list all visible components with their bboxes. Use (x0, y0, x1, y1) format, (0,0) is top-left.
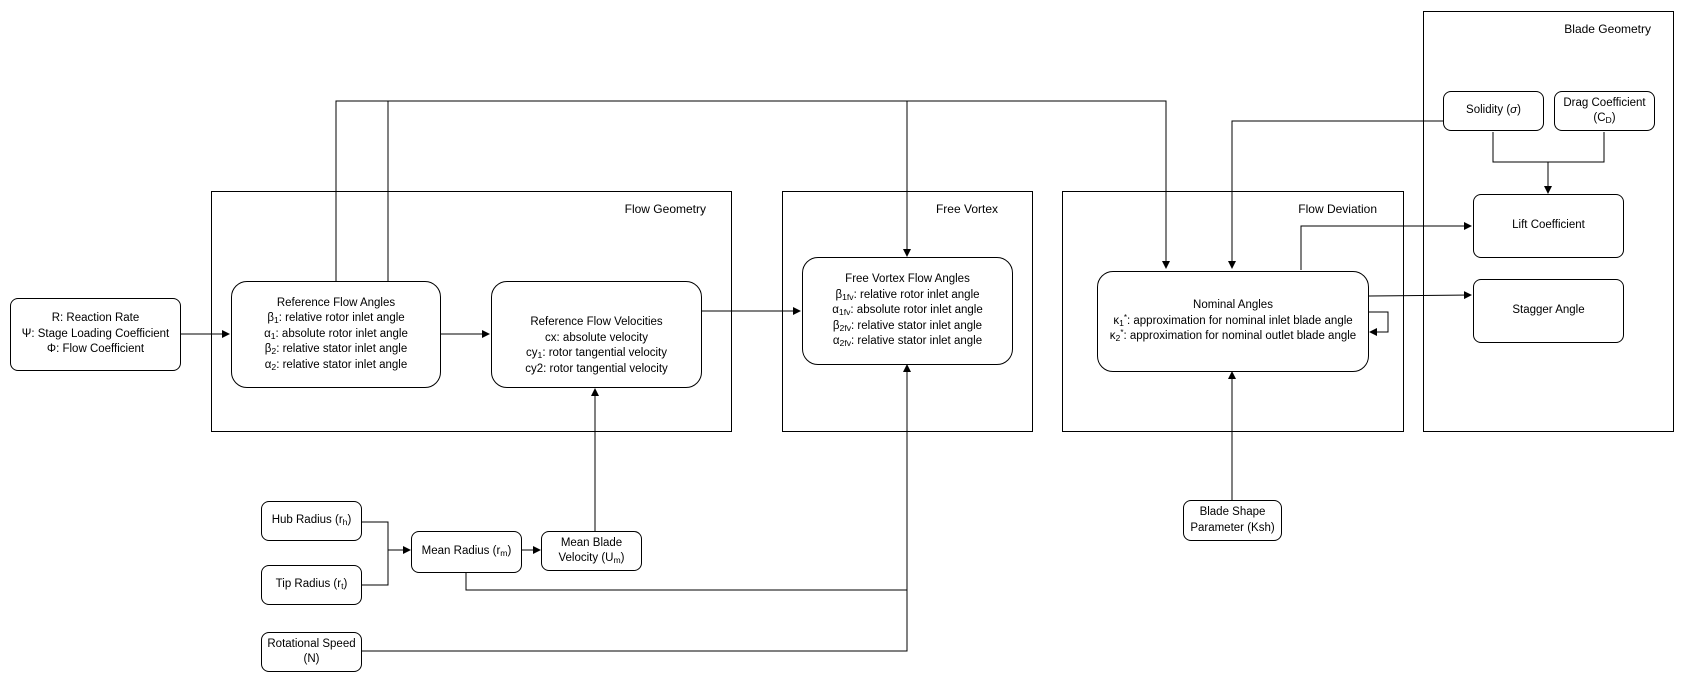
group-flow-geometry: Flow Geometry (211, 191, 732, 432)
edge-rotspeed-to-freevortex (362, 590, 908, 652)
input-parameters-node[interactable]: R: Reaction Rate Ψ: Stage Loading Coeffi… (10, 298, 181, 371)
input-flow-coefficient: Φ: Flow Coefficient (46, 343, 145, 356)
nominal-angle-row: κ2*: approximation for nominal outlet bl… (1109, 328, 1357, 344)
reference-flow-angles-node[interactable]: Reference Flow Angles β1: relative rotor… (231, 281, 441, 388)
edge-nominal-to-stagger (1368, 291, 1472, 300)
mean-blade-velocity-node[interactable]: Mean Blade Velocity (Um) (541, 531, 642, 571)
solidity-node[interactable]: Solidity (σ) (1443, 91, 1544, 131)
group-free-vortex: Free Vortex (782, 191, 1033, 432)
nominal-angles-node[interactable]: Nominal Angles κ1*: approximation for no… (1097, 271, 1369, 372)
angle-row: α1: absolute rotor inlet angle (264, 327, 408, 341)
hub-radius-node[interactable]: Hub Radius (rh) (261, 501, 362, 541)
fv-angle-row: β1fv: relative rotor inlet angle (835, 288, 980, 302)
angle-row: α2: relative stator inlet angle (264, 358, 408, 372)
input-stage-loading: Ψ: Stage Loading Coefficient (21, 327, 170, 340)
free-vortex-flow-angles-title: Free Vortex Flow Angles (845, 273, 970, 286)
free-vortex-flow-angles-node[interactable]: Free Vortex Flow Angles β1fv: relative r… (802, 257, 1013, 365)
mean-radius-node[interactable]: Mean Radius (rm) (411, 531, 522, 573)
angle-row: β2: relative stator inlet angle (264, 343, 408, 357)
fv-angle-row: α1fv: absolute rotor inlet angle (832, 304, 983, 318)
group-title-flow-deviation: Flow Deviation (1298, 202, 1377, 216)
nominal-angle-row: κ1*: approximation for nominal inlet bla… (1113, 312, 1353, 328)
group-title-blade-geometry: Blade Geometry (1564, 22, 1651, 36)
drag-coefficient-node[interactable]: Drag Coefficient (CD) (1554, 91, 1655, 131)
velocity-row: cy2: rotor tangential velocity (525, 362, 668, 375)
fv-angle-row: α2fv: relative stator inlet angle (832, 335, 983, 349)
velocity-row: cy1: rotor tangential velocity (526, 347, 667, 361)
edge-nominal-to-lift (1300, 222, 1472, 270)
stagger-angle-node[interactable]: Stagger Angle (1473, 279, 1624, 343)
edge-mean-to-freevortex (465, 364, 911, 591)
blade-shape-parameter-node[interactable]: Blade Shape Parameter (Ksh) (1183, 500, 1282, 541)
input-reaction-rate: R: Reaction Rate (51, 312, 140, 325)
edge-solidity-to-nominal (1228, 120, 1443, 269)
reference-flow-angles-title: Reference Flow Angles (276, 296, 396, 309)
group-title-flow-geometry: Flow Geometry (624, 202, 706, 216)
rotational-speed-node[interactable]: Rotational Speed (N) (261, 632, 362, 672)
angle-row: β1: relative rotor inlet angle (267, 312, 405, 326)
group-title-free-vortex: Free Vortex (935, 202, 998, 216)
group-blade-geometry: Blade Geometry (1423, 11, 1674, 432)
reference-flow-velocities-node[interactable]: Reference Flow Velocities cx: absolute v… (491, 281, 702, 388)
reference-flow-velocities-title: Reference Flow Velocities (530, 316, 663, 328)
velocity-row: cx: absolute velocity (545, 331, 648, 344)
fv-angle-row: β2fv: relative stator inlet angle (832, 319, 983, 333)
group-flow-deviation: Flow Deviation (1062, 191, 1404, 432)
nominal-angles-title: Nominal Angles (1193, 299, 1273, 312)
edge-hub-to-mean (362, 521, 411, 554)
edge-tip-to-mean (362, 550, 389, 586)
tip-radius-node[interactable]: Tip Radius (rt) (261, 565, 362, 605)
lift-coefficient-node[interactable]: Lift Coefficient (1473, 194, 1624, 258)
edge-nominal-self-loop (1369, 311, 1389, 336)
